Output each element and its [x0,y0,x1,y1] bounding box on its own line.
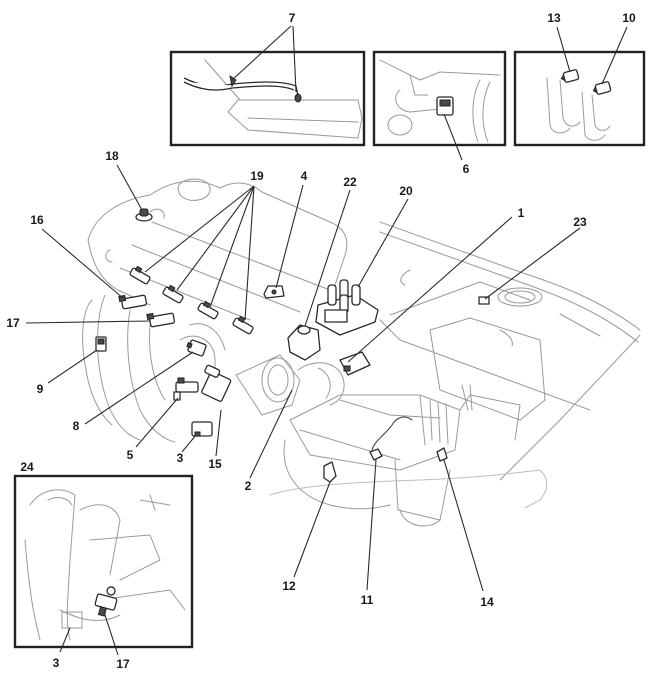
callout-4: 4 [301,169,308,183]
switch-10 [592,81,612,95]
air-cleaner-outline [269,221,641,527]
part-7 [186,339,207,357]
part-3 [191,421,213,437]
callout-2: 2 [245,479,252,493]
part-4 [263,285,285,299]
callout-8: 7 [289,11,296,25]
part-11 [369,416,413,461]
inset-pedal-switches [513,50,646,147]
part-18 [135,208,153,222]
callout-7: 8 [73,419,80,433]
part-16 [118,294,148,310]
part-12 [323,461,337,483]
part-14 [436,447,448,462]
callout-14: 14 [480,595,494,609]
part-19-injectors [129,265,254,335]
callout-15: 15 [208,457,222,471]
part-15 [201,364,232,402]
callout-labels: 7 6 13 10 18 19 4 22 20 1 23 16 17 9 8 5… [6,11,636,671]
callout-3: 3 [177,451,184,465]
inset-24-detail [13,474,194,649]
callout-5: 5 [127,448,134,462]
part-20-coil [315,279,379,336]
callout-1: 1 [518,206,525,220]
callout-12: 12 [282,579,296,593]
callout-9: 9 [37,382,44,396]
part-23 [478,296,490,305]
callout-13: 13 [547,11,561,25]
inset-part-17 [94,586,118,617]
callout-18: 18 [105,149,119,163]
part-5 [173,377,199,401]
leader-lines [25,25,628,656]
callout-20: 20 [399,184,413,198]
callout-17-inset: 17 [116,657,130,671]
callout-6: 6 [463,162,470,176]
callout-24: 24 [20,460,34,474]
part-9 [95,336,107,352]
callout-17: 17 [6,316,20,330]
callout-11: 11 [361,593,374,607]
part-1 [339,351,371,376]
inset-fuel-rail-detail [169,50,366,147]
callout-10: 10 [622,11,636,25]
callout-19: 19 [250,169,264,183]
part-17 [146,312,176,328]
callout-16: 16 [30,213,44,227]
components [95,208,490,483]
callout-22: 22 [343,175,357,189]
part-22 [287,324,321,361]
inset-connector-detail [372,50,507,147]
callout-23: 23 [573,215,587,229]
callout-3-inset: 3 [53,656,60,670]
